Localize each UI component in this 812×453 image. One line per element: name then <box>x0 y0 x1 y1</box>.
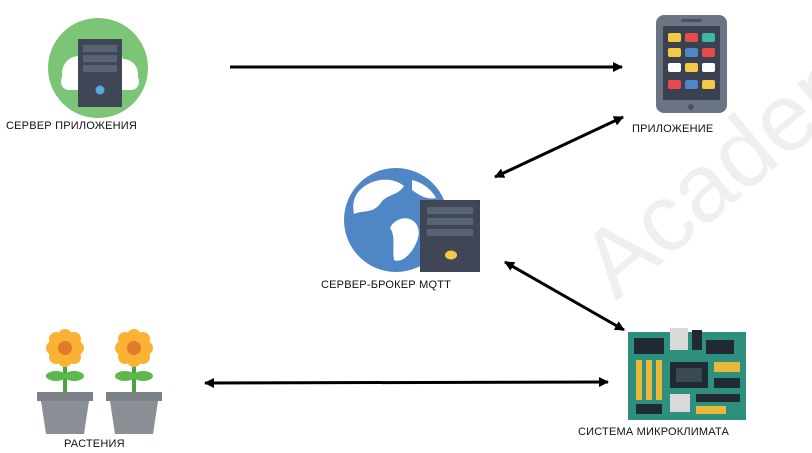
mqtt-broker-node <box>340 168 485 279</box>
flower-right <box>106 329 162 434</box>
potted-flowers-icon <box>37 329 162 434</box>
microclimate-label: СИСТЕМА МИКРОКЛИМАТА <box>578 426 730 438</box>
application-label: ПРИЛОЖЕНИЕ <box>632 123 714 135</box>
arrow-broker-microclimate <box>504 260 625 332</box>
app-server-node <box>31 18 166 123</box>
microclimate-node <box>626 326 748 429</box>
arrow-application-broker <box>494 115 624 179</box>
plants-node <box>32 324 166 443</box>
mqtt-broker-label: СЕРВЕР-БРОКЕР MQTT <box>321 279 452 291</box>
app-server-label: СЕРВЕР ПРИЛОЖЕНИЯ <box>6 120 138 132</box>
arrow-plants-microclimate <box>204 377 609 388</box>
cloud-server-icon <box>48 18 148 118</box>
flower-left <box>37 329 93 434</box>
globe-server-icon <box>344 168 480 272</box>
smartphone-icon <box>656 15 727 113</box>
circuit-board-icon <box>628 328 746 420</box>
application-node <box>653 14 730 119</box>
plants-label: РАСТЕНИЯ <box>64 438 125 450</box>
